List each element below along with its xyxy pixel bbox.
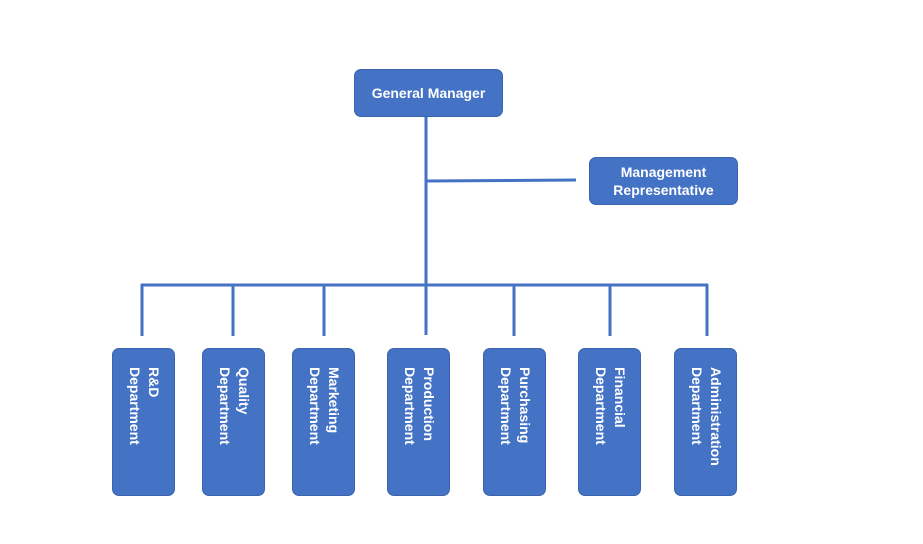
- dept-label: R&D Department: [123, 367, 163, 445]
- administration-department-line1: Administration: [708, 367, 724, 466]
- management-representative-line1: Management: [620, 164, 707, 180]
- dept-label: Purchasing Department: [494, 367, 534, 445]
- quality-department-box: Quality Department: [202, 348, 265, 496]
- quality-department-line2: Department: [217, 367, 233, 445]
- rnd-department-line1: R&D: [146, 367, 162, 398]
- financial-department-line2: Department: [593, 367, 609, 445]
- management-representative-box: Management Representative: [589, 157, 738, 205]
- dept-label: Marketing Department: [303, 367, 343, 445]
- dept-label: Financial Department: [589, 367, 629, 445]
- production-department-line1: Production: [421, 367, 437, 441]
- purchasing-department-line1: Purchasing: [517, 367, 533, 444]
- management-representative-line2: Representative: [613, 182, 714, 198]
- rnd-department-box: R&D Department: [112, 348, 175, 496]
- marketing-department-line2: Department: [307, 367, 323, 445]
- financial-department-box: Financial Department: [578, 348, 641, 496]
- purchasing-department-line2: Department: [498, 367, 514, 445]
- production-department-line2: Department: [402, 367, 418, 445]
- dept-label: Quality Department: [213, 367, 253, 445]
- financial-department-line1: Financial: [612, 367, 628, 428]
- administration-department-box: Administration Department: [674, 348, 737, 496]
- production-department-box: Production Department: [387, 348, 450, 496]
- purchasing-department-box: Purchasing Department: [483, 348, 546, 496]
- marketing-department-box: Marketing Department: [292, 348, 355, 496]
- marketing-department-line1: Marketing: [326, 367, 342, 434]
- general-manager-label: General Manager: [371, 85, 486, 101]
- administration-department-line2: Department: [689, 367, 705, 445]
- dept-label: Administration Department: [685, 367, 725, 466]
- representative-branch-line: [425, 178, 577, 183]
- rnd-department-line2: Department: [127, 367, 143, 445]
- general-manager-box: General Manager: [354, 69, 503, 117]
- dept-label: Production Department: [398, 367, 438, 445]
- quality-department-line1: Quality: [236, 367, 252, 415]
